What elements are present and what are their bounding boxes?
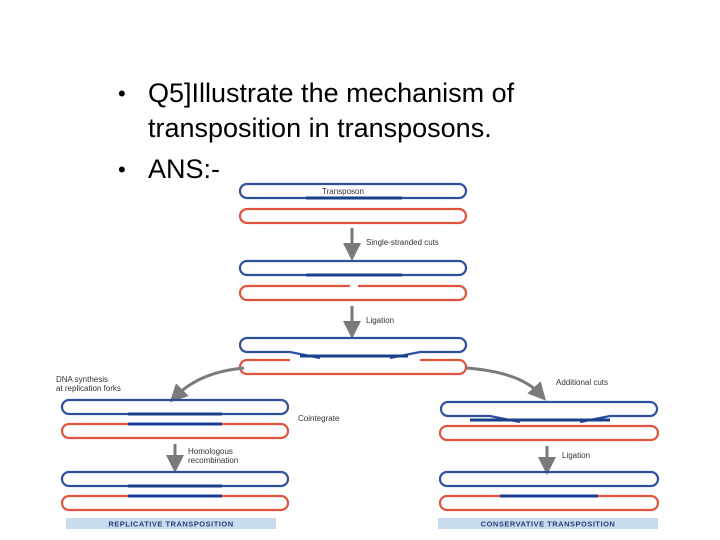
cointegrate-target: [60, 422, 290, 440]
stage-replicative-final: [60, 470, 290, 512]
homologous-label-2: recombination: [188, 456, 238, 465]
stage-initial: Transposon: [238, 182, 468, 225]
stage-conservative-final: [438, 470, 660, 512]
question-text: Q5]Illustrate the mechanism of transposi…: [148, 78, 515, 143]
dna-synthesis-label-1: DNA synthesis: [56, 375, 108, 384]
transposon-label: Transposon: [322, 187, 364, 196]
bullet-list: • Q5]Illustrate the mechanism of transpo…: [112, 76, 672, 187]
donor-excised: [439, 400, 659, 424]
replicative-banner-text: REPLICATIVE TRANSPOSITION: [108, 520, 233, 529]
ligation-bottom-label: Ligation: [562, 451, 590, 460]
stage-cuts: [238, 259, 468, 302]
donor-ligated: [238, 336, 468, 360]
stage-ligated: [238, 336, 468, 376]
bullet-dot: •: [118, 157, 126, 182]
additional-cuts-label: Additional cuts: [556, 378, 608, 387]
bullet-answer: • ANS:-: [112, 152, 672, 187]
bullet-dot: •: [118, 81, 126, 106]
homologous-label-1: Homologous: [188, 447, 233, 456]
dna-synthesis-label-2: at replication forks: [56, 384, 121, 393]
ligation-top-label: Ligation: [366, 316, 394, 325]
cointegrate-label: Cointegrate: [298, 414, 340, 423]
single-strand-cuts-label: Single-stranded cuts: [366, 238, 439, 247]
answer-text: ANS:-: [148, 154, 221, 184]
donor-final-empty: [438, 470, 660, 488]
stage-cointegrate: [60, 398, 290, 440]
diagram-panel: [232, 180, 472, 380]
replicative-banner: [66, 518, 276, 529]
target-dna: [238, 207, 468, 225]
conservative-banner-text: CONSERVATIVE TRANSPOSITION: [481, 520, 616, 529]
bullet-question: • Q5]Illustrate the mechanism of transpo…: [112, 76, 672, 146]
arrow-branch-right: [465, 366, 547, 401]
stage-additional-cuts: [438, 400, 660, 442]
conservative-banner: [438, 518, 658, 529]
target-ligated: [238, 358, 468, 376]
arrow-branch-left: [169, 366, 245, 403]
target-with-transposon: [438, 424, 660, 442]
cointegrate-donor: [60, 398, 290, 416]
target-final-conservative: [438, 494, 660, 512]
target-final: [60, 494, 290, 512]
nick: [350, 283, 358, 289]
donor-final: [60, 470, 290, 488]
